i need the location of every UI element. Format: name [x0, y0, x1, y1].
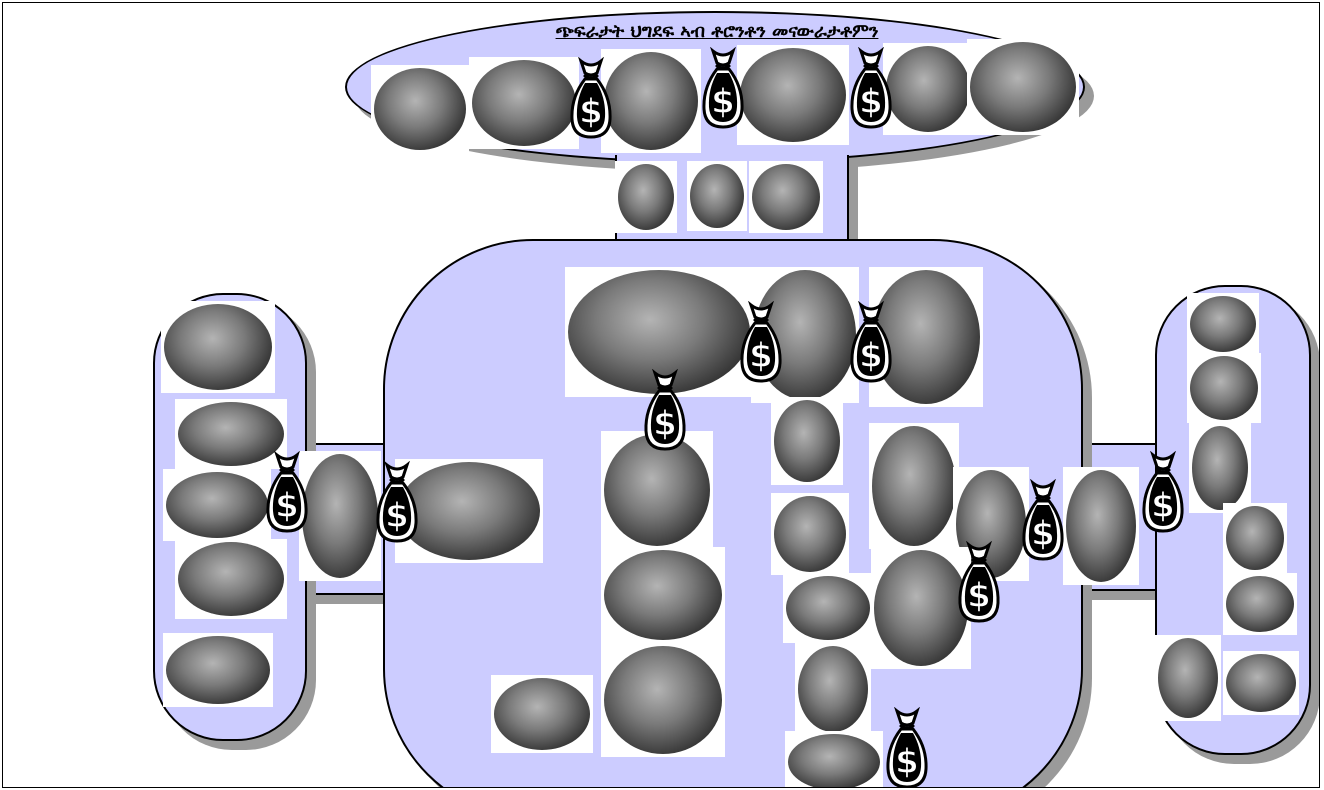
- money-bag-icon: $: [643, 369, 687, 453]
- portrait-photo: [601, 643, 725, 757]
- svg-text:$: $: [385, 496, 409, 536]
- portrait-photo: [371, 65, 469, 153]
- svg-text:$: $: [711, 82, 735, 122]
- portrait-photo: [163, 469, 271, 541]
- svg-text:$: $: [275, 486, 299, 526]
- money-bag-icon: $: [1021, 479, 1065, 563]
- portrait-photo: [1187, 353, 1261, 423]
- portrait-photo: [795, 643, 871, 735]
- svg-text:$: $: [749, 336, 773, 376]
- svg-text:$: $: [895, 742, 919, 782]
- money-bag-icon: $: [957, 541, 1001, 625]
- svg-text:$: $: [579, 92, 603, 132]
- money-bag-icon: $: [849, 47, 893, 131]
- svg-text:$: $: [1031, 514, 1055, 554]
- portrait-photo: [1223, 503, 1287, 573]
- portrait-photo: [469, 57, 579, 149]
- portrait-photo: [783, 573, 873, 643]
- portrait-photo: [771, 397, 843, 485]
- money-bag-icon: $: [885, 707, 929, 788]
- portrait-photo: [869, 423, 959, 549]
- portrait-photo: [687, 161, 747, 231]
- portrait-photo: [615, 161, 677, 233]
- portrait-photo: [163, 633, 273, 707]
- portrait-photo: [737, 45, 849, 145]
- money-bag-icon: $: [375, 461, 419, 545]
- portrait-photo: [299, 451, 381, 581]
- portrait-photo: [601, 49, 701, 153]
- money-bag-icon: $: [739, 301, 783, 385]
- portrait-photo: [1063, 467, 1139, 585]
- portrait-photo: [161, 301, 275, 393]
- portrait-photo: [1189, 423, 1251, 513]
- svg-text:$: $: [967, 576, 991, 616]
- portrait-photo: [1223, 573, 1297, 635]
- svg-text:$: $: [1151, 486, 1175, 526]
- money-bag-icon: $: [265, 451, 309, 535]
- portrait-photo: [871, 547, 971, 669]
- money-bag-icon: $: [701, 47, 745, 131]
- portrait-photo: [1187, 293, 1259, 355]
- portrait-photo: [749, 161, 823, 233]
- portrait-photo: [967, 39, 1079, 135]
- page-title: ጭፍራታት ህግደፍ ኣብ ቶሮንቶን መናውራታቶምን: [477, 21, 957, 42]
- portrait-photo: [771, 493, 849, 575]
- portrait-photo: [1223, 651, 1299, 715]
- money-bag-icon: $: [849, 301, 893, 385]
- money-bag-icon: $: [1141, 451, 1185, 535]
- portrait-photo: [883, 43, 973, 135]
- svg-text:$: $: [653, 404, 677, 444]
- portrait-photo: [175, 539, 287, 619]
- money-bag-icon: $: [569, 57, 613, 141]
- portrait-photo: [785, 731, 883, 788]
- portrait-photo: [491, 675, 593, 753]
- portrait-photo: [1155, 635, 1221, 721]
- portrait-photo: [601, 547, 725, 643]
- svg-text:$: $: [859, 336, 883, 376]
- svg-text:$: $: [859, 82, 883, 122]
